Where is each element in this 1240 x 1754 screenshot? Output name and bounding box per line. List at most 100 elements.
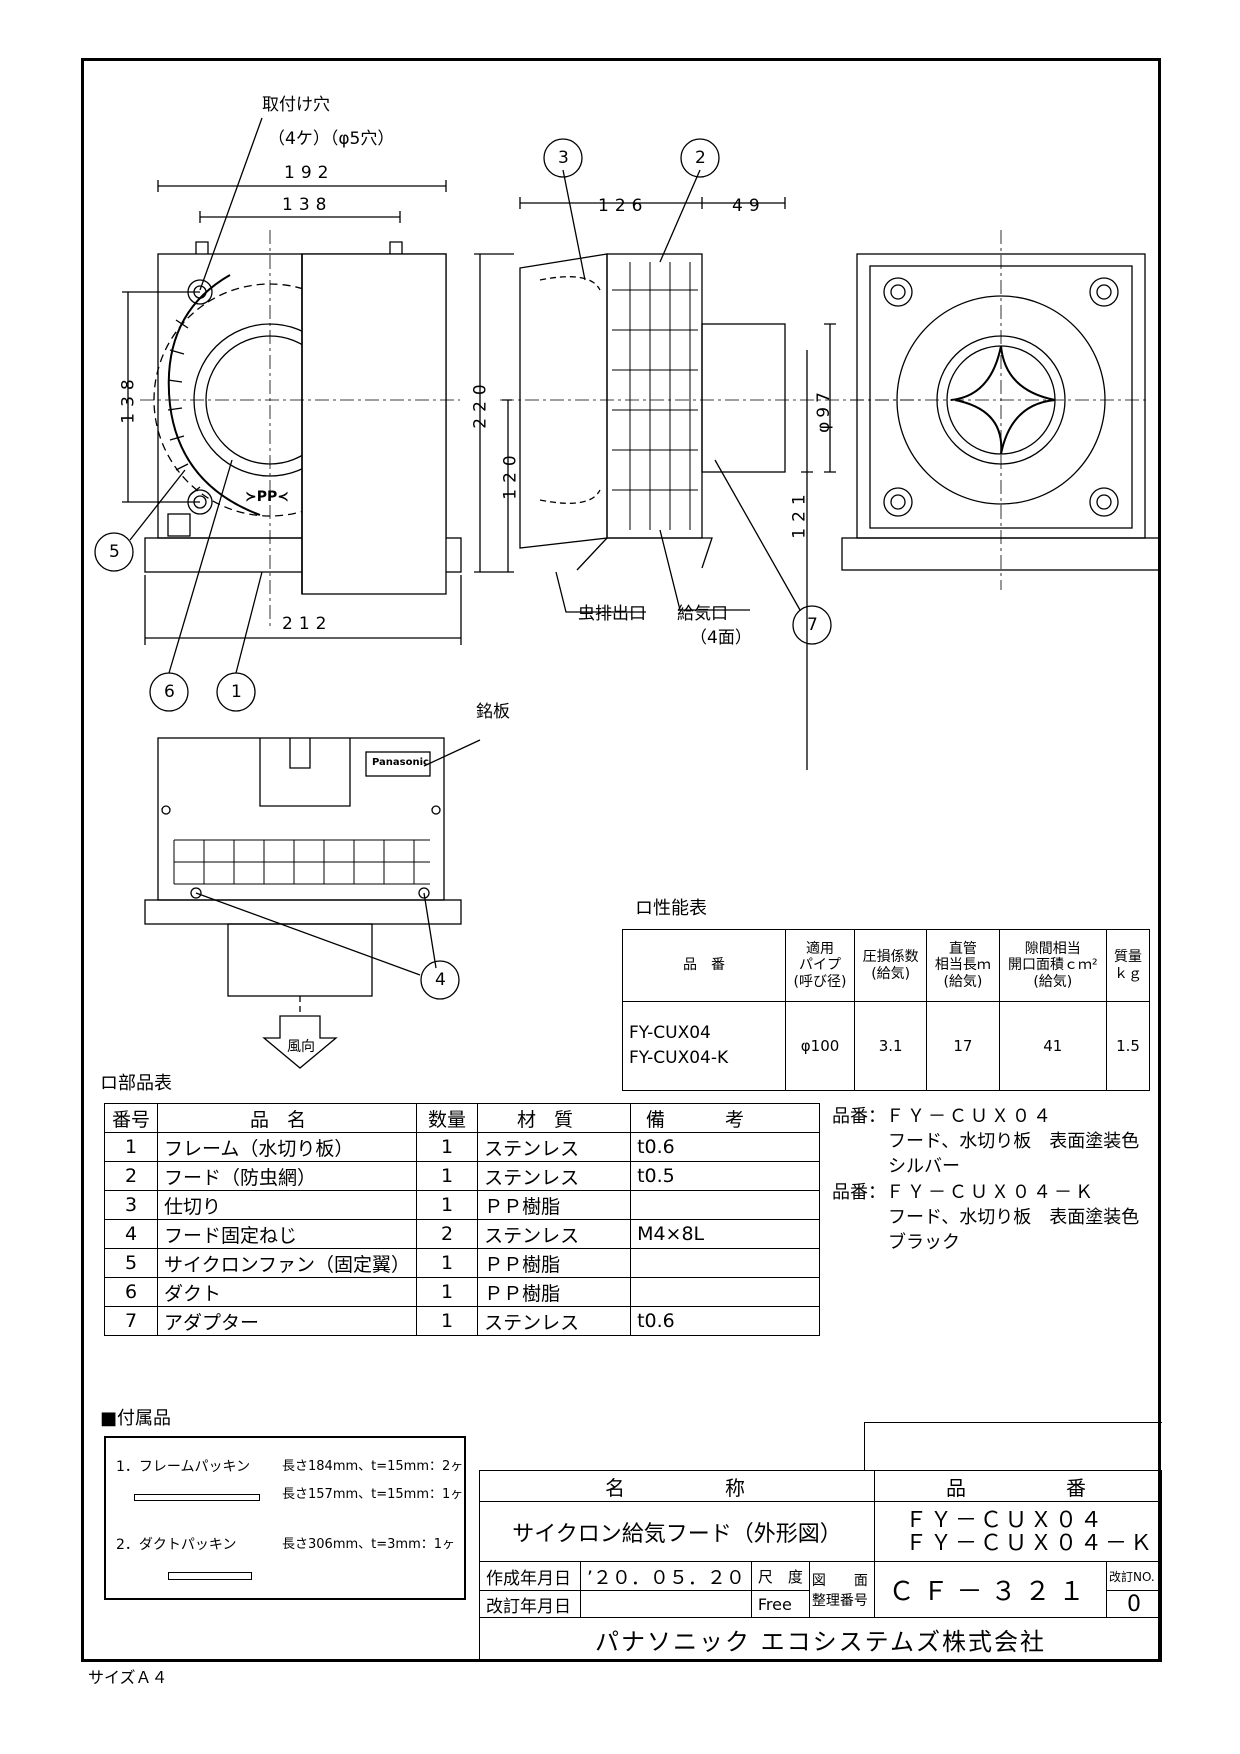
- color-note-2-model: ＦＹ－ＣＵＸ０４－Ｋ: [886, 1181, 1096, 1203]
- part-material: ＰＰ樹脂: [477, 1190, 632, 1220]
- part-material: ステンレス: [477, 1219, 632, 1249]
- balloon-2: 2: [695, 148, 706, 168]
- perf-model-2: FY-CUX04-K: [629, 1048, 729, 1068]
- part-no: 7: [104, 1306, 158, 1336]
- ref-label: 整理番号: [811, 1592, 868, 1609]
- part-name: フード（防虫網）: [156, 1161, 418, 1191]
- perf-header-pipe: 適用 パイプ (呼び径): [784, 929, 856, 1002]
- part-no: 3: [104, 1190, 158, 1220]
- part-name: 仕切り: [156, 1190, 418, 1220]
- color-note-2: 品番：ＦＹ－ＣＵＸ０４－Ｋ フード、水切り板 表面塗装色 ブラック: [832, 1180, 1139, 1256]
- mount-holes-spec: （4ケ）（φ5穴）: [268, 129, 395, 149]
- performance-table: 品 番 適用 パイプ (呼び径) 圧損係数 (給気) 直管 相当長ｍ (給気) …: [622, 929, 1150, 1091]
- accessory-1-spec-a: 長さ184mm、t=15mm：2ヶ: [282, 1459, 464, 1474]
- accessory-2: 2．ダクトパッキン: [116, 1537, 237, 1553]
- part-no: 5: [104, 1248, 158, 1278]
- color-note-1-label: 品番：: [832, 1106, 886, 1127]
- balloon-6: 6: [164, 682, 175, 702]
- accessory-2-spec: 長さ306mm、t=3mm：1ヶ: [282, 1537, 455, 1552]
- parts-header-name: 品名: [156, 1103, 418, 1133]
- part-qty: 1: [416, 1248, 479, 1278]
- supply-port-faces: （4面）: [690, 628, 752, 648]
- nameplate-label: 銘板: [476, 702, 510, 722]
- part-name: サイクロンファン（固定翼）: [156, 1248, 418, 1278]
- perf-models: FY-CUX04 FY-CUX04-K: [622, 1001, 786, 1091]
- part-qty: 1: [416, 1190, 479, 1220]
- dim-192: 192: [284, 163, 335, 183]
- title-model-2: ＦＹ－ＣＵＸ０４－Ｋ: [904, 1530, 1155, 1556]
- part-material: ステンレス: [477, 1306, 632, 1336]
- perf-pipe: φ100: [784, 1001, 856, 1091]
- scale-value: Free: [750, 1590, 810, 1619]
- part-name: ダクト: [156, 1277, 418, 1307]
- rev-label: 改訂NO.: [1105, 1561, 1163, 1592]
- dim-138-side: 138: [118, 373, 139, 424]
- part-note: [630, 1190, 820, 1220]
- part-no: 6: [104, 1277, 158, 1307]
- revised-label: 改訂年月日: [479, 1590, 581, 1619]
- supply-port-label: 給気口: [677, 604, 728, 624]
- balloon-1: 1: [231, 682, 242, 702]
- dim-120: 120: [500, 449, 521, 500]
- part-no: 2: [104, 1161, 158, 1191]
- performance-heading: ロ性能表: [635, 898, 707, 919]
- part-note: [630, 1277, 820, 1307]
- duct-packing-shape: [168, 1572, 252, 1580]
- bug-outlet-label: 虫排出口: [578, 604, 646, 624]
- color-note-1-model: ＦＹ－ＣＵＸ０４: [886, 1106, 1054, 1127]
- parts-header-material: 材質: [477, 1103, 632, 1133]
- perf-mass: 1.5: [1106, 1001, 1150, 1091]
- balloon-3: 3: [558, 148, 569, 168]
- part-balloons: [94, 138, 832, 1000]
- rev-number: 0: [1105, 1590, 1163, 1619]
- balloon-7: 7: [807, 615, 818, 635]
- part-material: ＰＰ樹脂: [477, 1248, 632, 1278]
- color-note-1: 品番：ＦＹ－ＣＵＸ０４ フード、水切り板 表面塗装色 シルバー: [832, 1104, 1139, 1180]
- part-qty: 1: [416, 1306, 479, 1336]
- bottom-view: [144, 737, 481, 1069]
- part-name: アダプター: [156, 1306, 418, 1336]
- created-date: ’２０．０５．２０: [579, 1561, 752, 1592]
- parts-header-qty: 数量: [416, 1103, 479, 1133]
- part-qty: 1: [416, 1132, 479, 1162]
- part-note: M4×8L: [630, 1219, 820, 1249]
- color-notes: 品番：ＦＹ－ＣＵＸ０４ フード、水切り板 表面塗装色 シルバー 品番：ＦＹ－ＣＵ…: [832, 1104, 1139, 1255]
- dim-121: 121: [789, 488, 810, 539]
- perf-length: 17: [926, 1001, 1000, 1091]
- color-note-2-label: 品番：: [832, 1181, 886, 1203]
- nameplate-logo: Panasonic: [372, 757, 429, 768]
- part-note: t0.5: [630, 1161, 820, 1191]
- title-block-blank: [864, 1422, 1162, 1470]
- drawing-no-labels: 図 面 整理番号: [808, 1561, 875, 1619]
- dim-49: 49: [732, 196, 766, 216]
- part-material: ステンレス: [477, 1161, 632, 1191]
- created-label: 作成年月日: [479, 1561, 581, 1592]
- title-block: 名 称 品 番 サイクロン給気フード（外形図） ＦＹ－ＣＵＸ０４ ＦＹ－ＣＵＸ０…: [479, 1469, 1163, 1662]
- revised-date: [579, 1590, 752, 1619]
- dim-138-top: 138: [282, 195, 333, 215]
- perf-header-length: 直管 相当長ｍ (給気): [926, 929, 1000, 1002]
- perf-header-area: 隙間相当 開口面積ｃｍ² (給気): [998, 929, 1108, 1002]
- dim-220: 220: [470, 378, 491, 429]
- drawing-label: 図 面: [811, 1572, 868, 1589]
- back-view: [841, 230, 1161, 590]
- title-name: サイクロン給気フード（外形図）: [479, 1501, 875, 1563]
- part-no: 4: [104, 1219, 158, 1249]
- part-note: t0.6: [630, 1306, 820, 1336]
- parts-header-no: 番号: [104, 1103, 158, 1133]
- parts-header-note: 備考: [630, 1103, 820, 1133]
- parts-heading: ロ部品表: [100, 1073, 172, 1094]
- part-name: フード固定ねじ: [156, 1219, 418, 1249]
- mount-holes-label: 取付け穴: [262, 95, 330, 115]
- accessory-1-spec-b: 長さ157mm、t=15mm：1ヶ: [282, 1487, 464, 1502]
- accessories-heading: ■付属品: [100, 1408, 172, 1429]
- accessory-1: 1．フレームパッキン: [116, 1459, 251, 1475]
- part-material: ステンレス: [477, 1132, 632, 1162]
- color-note-1-line2: シルバー: [888, 1156, 960, 1178]
